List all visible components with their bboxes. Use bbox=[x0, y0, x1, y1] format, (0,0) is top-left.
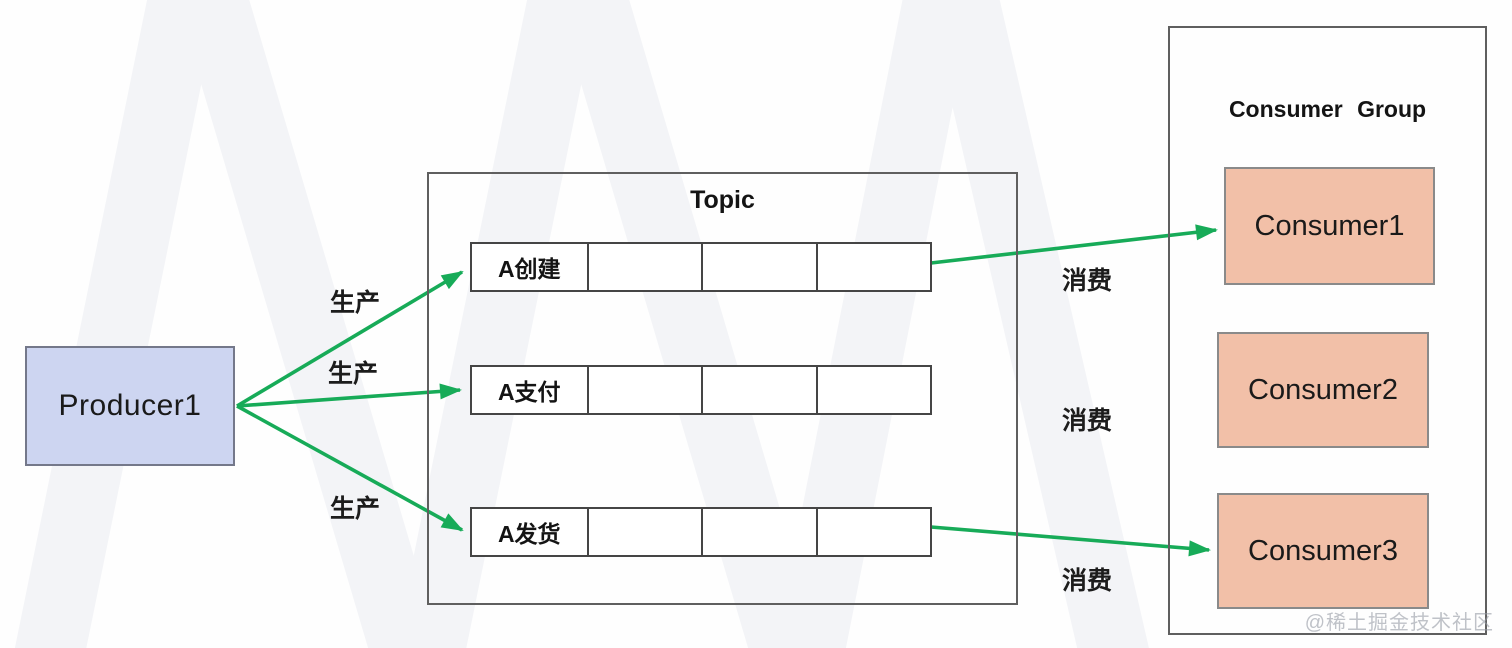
site-watermark: @稀土掘金技术社区 bbox=[1304, 612, 1494, 634]
partition-cell bbox=[701, 244, 816, 290]
partition-cell bbox=[586, 244, 702, 290]
produce-label-2: 生产 bbox=[328, 360, 379, 388]
consume-label-2: 消费 bbox=[1062, 407, 1113, 435]
partition-cell bbox=[701, 367, 816, 413]
partition-cell bbox=[586, 367, 702, 413]
produce-label-3: 生产 bbox=[330, 495, 381, 523]
partition-cell: A支付 bbox=[472, 367, 587, 413]
produce-arrow-2 bbox=[236, 383, 462, 408]
producer-label: Producer1 bbox=[58, 389, 202, 422]
produce-arrow-3 bbox=[236, 404, 464, 532]
consumer-node-3: Consumer3 bbox=[1217, 493, 1429, 609]
topic-partition-1: A创建 bbox=[470, 242, 932, 292]
consume-label-3: 消费 bbox=[1062, 567, 1113, 595]
partition-cell bbox=[586, 509, 702, 555]
partition-label: A支付 bbox=[497, 379, 561, 405]
produce-label-1: 生产 bbox=[330, 289, 381, 317]
topic-title: Topic bbox=[690, 186, 755, 214]
topic-partition-3: A发货 bbox=[470, 507, 932, 557]
consumer-label: Consumer2 bbox=[1248, 373, 1398, 406]
topic-container: Topic A创建 A支付 A发货 bbox=[427, 172, 1018, 605]
produce-arrow-1 bbox=[236, 270, 464, 408]
consumer-label: Consumer3 bbox=[1248, 534, 1398, 567]
consume-label-1: 消费 bbox=[1062, 267, 1113, 295]
partition-cell bbox=[815, 244, 931, 290]
consumer-group-title: Consumer Group bbox=[1228, 96, 1427, 122]
partition-cell bbox=[815, 367, 931, 413]
partition-cell bbox=[815, 509, 931, 555]
consumer-label: Consumer1 bbox=[1254, 209, 1405, 242]
producer-node: Producer1 bbox=[25, 346, 235, 466]
topic-partition-2: A支付 bbox=[470, 365, 932, 415]
partition-cell: A发货 bbox=[472, 509, 587, 555]
consumer-node-1: Consumer1 bbox=[1224, 167, 1435, 285]
partition-cell bbox=[701, 509, 816, 555]
partition-label: A发货 bbox=[497, 521, 561, 547]
partition-cell: A创建 bbox=[472, 244, 587, 290]
consumer-group-container: Consumer Group Consumer1 Consumer2 Consu… bbox=[1168, 26, 1487, 635]
consumer-node-2: Consumer2 bbox=[1217, 332, 1429, 448]
consume-arrow-3 bbox=[930, 525, 1211, 557]
partition-label: A创建 bbox=[497, 256, 561, 282]
